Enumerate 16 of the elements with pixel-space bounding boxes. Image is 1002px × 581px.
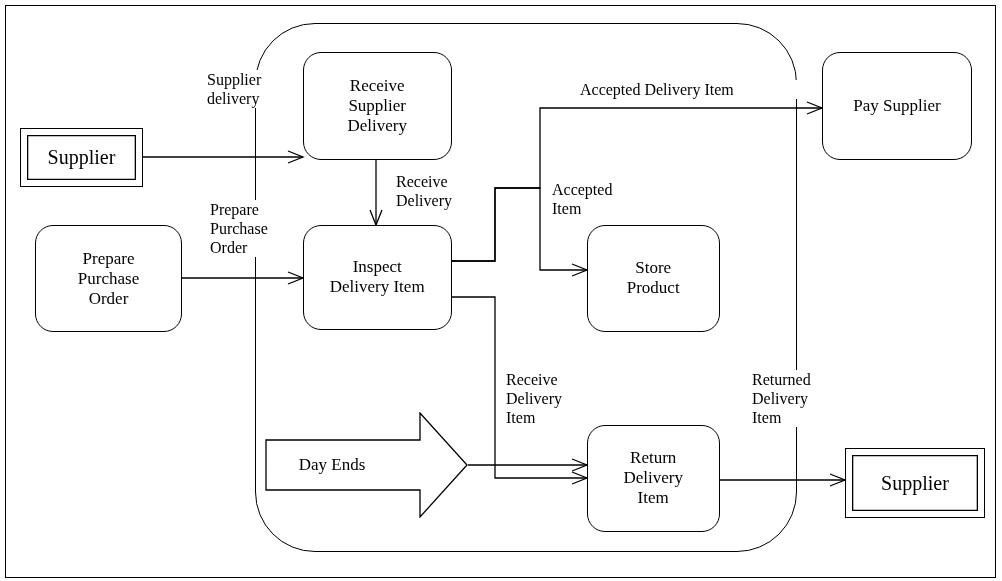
external-entity-box: Supplier (845, 448, 985, 518)
block-arrow: Day Ends (264, 411, 468, 518)
arrow (467, 458, 588, 472)
arrow (369, 159, 383, 226)
arrow (451, 296, 588, 485)
arrow (451, 187, 588, 277)
process-box: Receive Supplier Delivery (302, 51, 452, 160)
process-box: Inspect Delivery Item (302, 224, 452, 330)
arrow (142, 150, 304, 164)
process-box: Return Delivery Item (586, 424, 720, 532)
process-box: Pay Supplier (822, 52, 972, 160)
arrow (719, 473, 846, 487)
process-box: Store Product (586, 224, 720, 332)
process-box: Prepare Purchase Order (35, 225, 182, 332)
arrow (181, 271, 304, 285)
external-entity-box: Supplier (20, 128, 143, 187)
